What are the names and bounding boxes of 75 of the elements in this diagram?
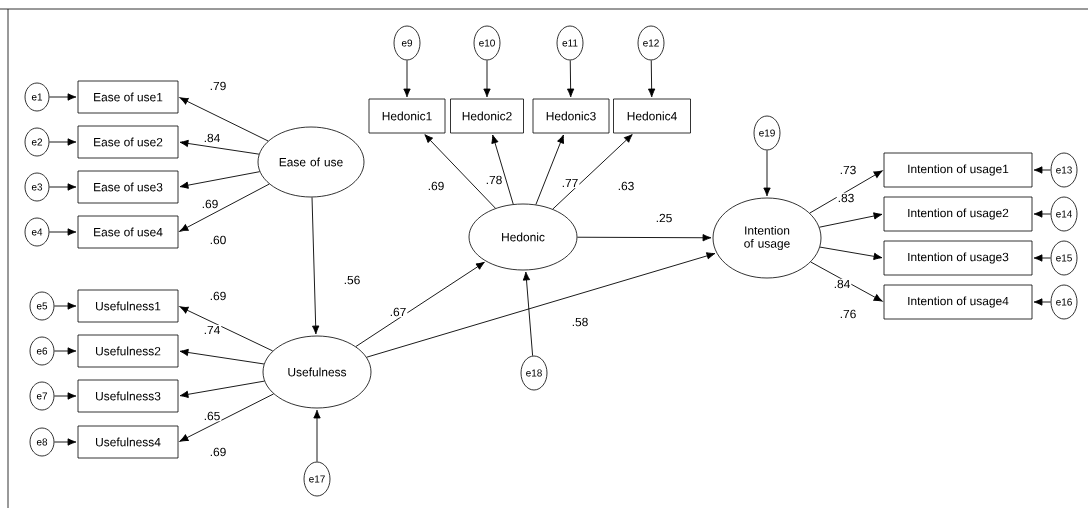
arrow [1033,298,1052,306]
indicator-box: Hedonic3 [532,98,610,134]
indicator-box: Hedonic4 [613,98,691,134]
path-coefficient: .25 [654,212,674,224]
indicator-box: Intention of usage1 [883,152,1033,188]
arrow [522,271,534,357]
loading-value: .84 [202,132,222,144]
arrow [48,228,77,236]
indicator-box: Hedonic2 [450,98,524,134]
arrow [48,138,77,146]
arrow [818,212,883,228]
arrow [179,171,261,189]
path-coefficient: .58 [570,316,590,328]
arrow [648,59,656,98]
arrow [179,183,270,232]
indicator-box: Ease of use4 [77,215,179,249]
indicator-box: Usefulness2 [77,334,179,368]
path-coefficient: .69 [426,180,446,192]
arrow [179,348,265,365]
arrow [483,59,491,98]
loading-value: .74 [202,324,222,336]
indicator-box: Ease of use3 [77,170,179,204]
arrow [53,438,77,446]
arrow [366,252,716,358]
arrow [1033,254,1052,262]
arrow [179,306,274,352]
arrow [48,93,77,101]
indicator-box: Ease of use2 [77,125,179,159]
arrow [763,149,771,197]
indicator-box: Hedonic1 [368,98,446,134]
arrow [809,170,883,214]
arrow [491,134,514,205]
arrow [53,392,77,400]
arrow [311,196,320,335]
arrow [313,409,321,463]
loading-value: .76 [838,308,858,320]
arrow [403,59,411,98]
indicator-box: Intention of usage2 [883,196,1033,232]
arrow [179,139,260,155]
arrow [179,393,275,442]
indicator-box: Usefulness3 [77,379,179,413]
path-coefficient: .56 [342,274,362,286]
arrow [179,97,269,142]
arrow [1033,166,1052,174]
arrow [567,59,575,98]
arrow [819,246,883,260]
indicator-box: Intention of usage4 [883,284,1033,320]
arrow [1033,210,1052,218]
loading-value: .73 [838,164,858,176]
path-coefficient: .63 [616,180,636,192]
arrow [53,347,77,355]
loading-value: .65 [202,410,222,422]
arrow [179,380,265,398]
path-coefficient: .78 [484,174,504,186]
loading-value: .69 [208,290,228,302]
loading-value: .83 [836,192,856,204]
arrow [810,261,883,302]
loading-value: .69 [200,198,220,210]
arrow [48,183,77,191]
loading-value: .79 [208,80,228,92]
loading-value: .69 [208,446,228,458]
indicator-box: Intention of usage3 [883,240,1033,276]
path-coefficient: .77 [560,177,580,189]
path-coefficient: .67 [388,306,408,318]
arrow [355,261,485,347]
loading-value: .84 [832,278,852,290]
arrow [424,134,496,209]
loading-value: .60 [208,234,228,246]
indicator-box: Usefulness4 [77,425,179,459]
arrow [576,234,712,242]
arrow [552,134,633,210]
arrow [53,302,77,310]
indicator-box: Ease of use1 [77,80,179,114]
arrow [535,134,564,205]
indicator-box: Usefulness1 [77,289,179,323]
